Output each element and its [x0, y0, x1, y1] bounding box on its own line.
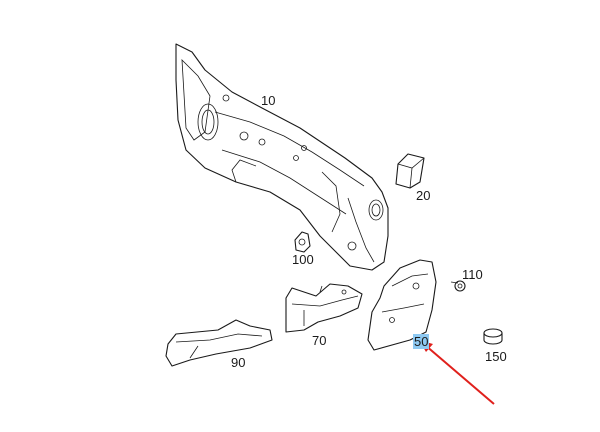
label-part-70[interactable]: 70: [312, 333, 327, 348]
part-20-block[interactable]: [395, 153, 425, 189]
label-part-10[interactable]: 10: [261, 93, 276, 108]
label-part-90[interactable]: 90: [231, 355, 246, 370]
label-part-110[interactable]: 110: [462, 267, 483, 282]
label-part-100[interactable]: 100: [292, 252, 314, 267]
part-90-lower-trim[interactable]: [165, 319, 273, 367]
label-part-150[interactable]: 150: [485, 349, 507, 364]
part-150-grommet[interactable]: [483, 328, 503, 345]
part-110-screw[interactable]: [450, 280, 466, 292]
part-10-bulkhead[interactable]: [175, 43, 389, 271]
pointer-arrow: [419, 340, 495, 405]
part-100-clip[interactable]: [294, 231, 311, 253]
label-part-20[interactable]: 20: [416, 188, 431, 203]
label-part-50-highlighted[interactable]: 50: [413, 334, 430, 349]
part-50-side-panel[interactable]: [367, 259, 437, 351]
part-70-bracket[interactable]: [285, 283, 363, 333]
